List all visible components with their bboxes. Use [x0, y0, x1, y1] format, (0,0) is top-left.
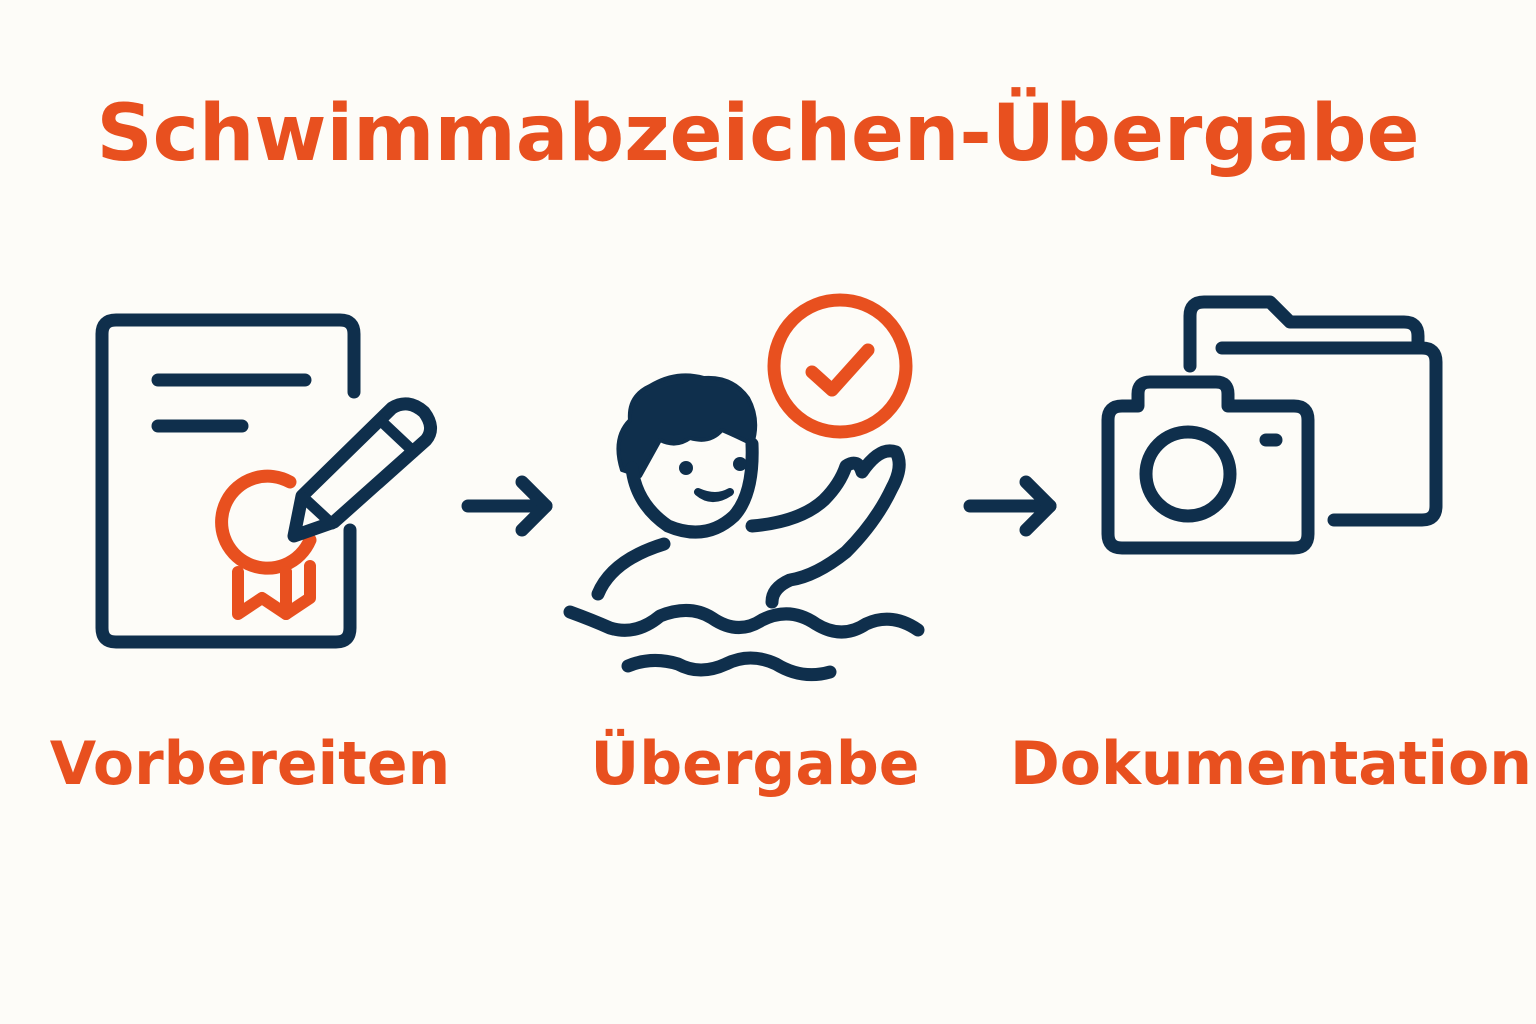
arrow-right-icon: [963, 475, 1057, 537]
swimmer-with-checkmark-icon: [563, 293, 925, 682]
step-label-uebergabe: Übergabe: [590, 729, 920, 799]
step-label-dokumentation: Dokumentation: [1010, 729, 1532, 799]
camera-and-folder-icon: [1101, 295, 1443, 555]
arrow-right-icon: [461, 475, 553, 537]
page-title: Schwimmabzeichen-Übergabe: [96, 89, 1420, 179]
step-label-vorbereiten: Vorbereiten: [49, 729, 451, 799]
certificate-with-pencil-icon: [95, 313, 437, 649]
